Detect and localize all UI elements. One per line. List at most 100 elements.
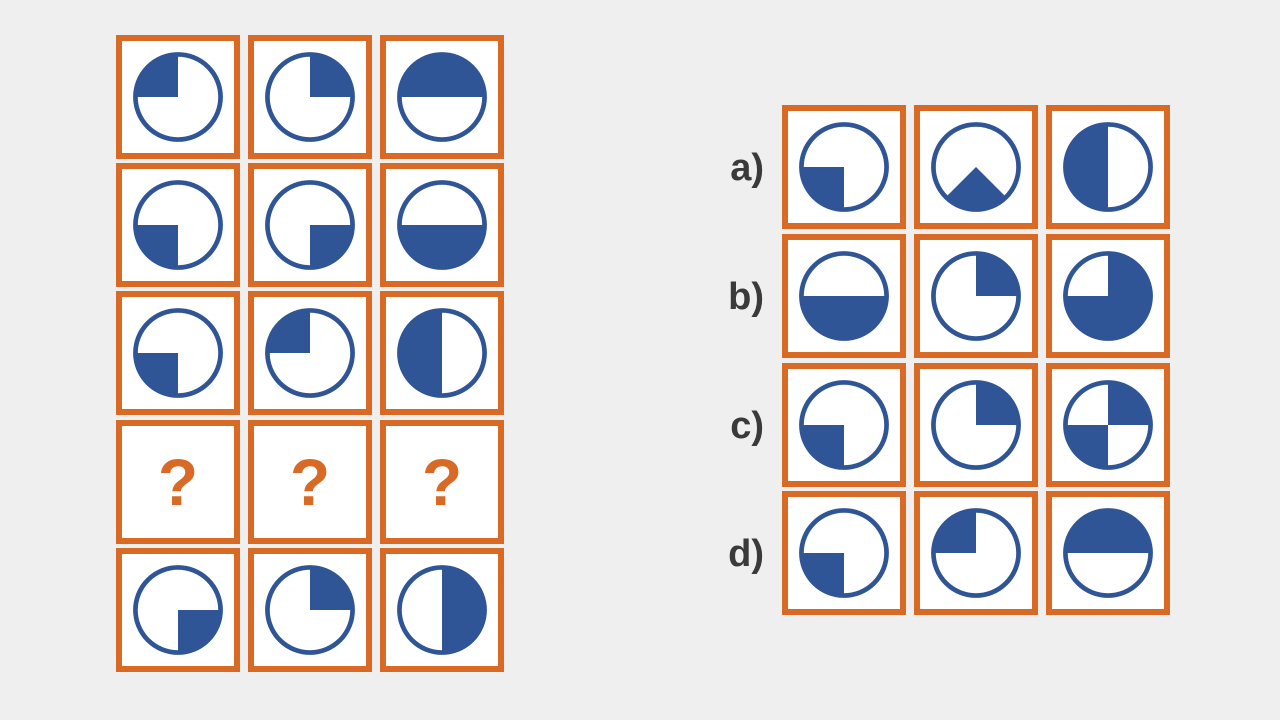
shape-fill [399,310,442,396]
shape-fill [310,225,353,268]
shape-fill [933,510,976,553]
option-a-tile-3[interactable] [1046,105,1170,229]
circle-outline [133,52,223,142]
puzzle-tile-r5-c3[interactable] [380,548,504,672]
shape-fill [976,253,1019,296]
circle-outline [397,180,487,270]
option-d-tile-2[interactable] [914,491,1038,615]
circle-outline [799,251,889,341]
option-b-tile-3[interactable] [1046,234,1170,358]
shape-fill [442,567,485,653]
circle-outline [799,380,889,470]
shape-fill [399,225,485,268]
option-label: c) [730,405,764,447]
circle-outline [931,122,1021,212]
puzzle-tile-r4-c1[interactable]: ? [116,420,240,544]
circle-outline [133,180,223,270]
quarter-top-right-icon [265,52,355,142]
quarters-top-right-bottom-left-icon [1063,380,1153,470]
circle-outline [133,308,223,398]
option-label: b) [728,276,764,318]
question-mark: ? [289,445,331,519]
quarter-top-left-icon [931,508,1021,598]
half-left-icon [397,308,487,398]
shape-fill [1065,425,1108,468]
shape-fill [1065,253,1151,339]
shape-fill [976,382,1019,425]
shape-fill [399,54,485,97]
quarter-top-right-icon [265,565,355,655]
circle-outline [931,380,1021,470]
circle-outline [1063,380,1153,470]
shape-fill [1108,382,1151,425]
quarter-bottom-left-icon [799,508,889,598]
puzzle-tile-r3-c2[interactable] [248,291,372,415]
option-d-tile-3[interactable] [1046,491,1170,615]
half-right-icon [397,565,487,655]
option-c-tile-3[interactable] [1046,363,1170,487]
circle-outline [397,308,487,398]
circle-outline [799,508,889,598]
shape-fill [945,167,1007,210]
shape-fill [1065,124,1108,210]
shape-fill [135,54,178,97]
option-c-tile-2[interactable] [914,363,1038,487]
puzzle-tile-r4-c2[interactable]: ? [248,420,372,544]
puzzle-tile-r4-c3[interactable]: ? [380,420,504,544]
quarter-top-right-icon [931,251,1021,341]
option-label: d) [728,533,764,575]
puzzle-tile-r5-c2[interactable] [248,548,372,672]
puzzle-tile-r3-c3[interactable] [380,291,504,415]
puzzle-tile-r2-c3[interactable] [380,163,504,287]
shape-fill [801,296,887,339]
option-a-tile-1[interactable] [782,105,906,229]
quarter-top-right-icon [931,380,1021,470]
quarter-bottom-right-icon [265,180,355,270]
quarter-bottom-left-icon [799,380,889,470]
circle-outline [265,180,355,270]
option-label: a) [730,147,764,189]
puzzle-tile-r1-c1[interactable] [116,35,240,159]
option-b-tile-2[interactable] [914,234,1038,358]
puzzle-tile-r1-c3[interactable] [380,35,504,159]
shape-fill [135,353,178,396]
three-quarter-except-top-left-icon [1063,251,1153,341]
half-left-icon [1063,122,1153,212]
option-a-tile-2[interactable] [914,105,1038,229]
shape-fill [1065,510,1151,553]
circle-outline [265,308,355,398]
circle-outline [931,251,1021,341]
option-b-tile-1[interactable] [782,234,906,358]
shape-fill [801,553,844,596]
shape-fill [178,610,221,653]
half-bottom-icon [397,180,487,270]
shape-fill [801,425,844,468]
half-top-icon [1063,508,1153,598]
shape-fill [267,310,310,353]
option-c-tile-1[interactable] [782,363,906,487]
circle-outline [1063,251,1153,341]
puzzle-tile-r5-c1[interactable] [116,548,240,672]
quarter-bottom-left-icon [799,122,889,212]
puzzle-tile-r2-c1[interactable] [116,163,240,287]
question-mark: ? [421,445,463,519]
circle-outline [265,565,355,655]
puzzle-tile-r1-c2[interactable] [248,35,372,159]
puzzle-tile-r3-c1[interactable] [116,291,240,415]
circle-outline [133,565,223,655]
quarter-bottom-left-icon [133,180,223,270]
quarter-bottom-right-icon [133,565,223,655]
triangle-bottom-icon [931,122,1021,212]
circle-outline [265,52,355,142]
shape-fill [801,167,844,210]
option-d-tile-1[interactable] [782,491,906,615]
circle-outline [1063,508,1153,598]
question-mark: ? [157,445,199,519]
shape-fill [310,54,353,97]
puzzle-tile-r2-c2[interactable] [248,163,372,287]
circle-outline [931,508,1021,598]
circle-outline [1063,122,1153,212]
circle-outline [397,565,487,655]
half-top-icon [397,52,487,142]
shape-fill [310,567,353,610]
